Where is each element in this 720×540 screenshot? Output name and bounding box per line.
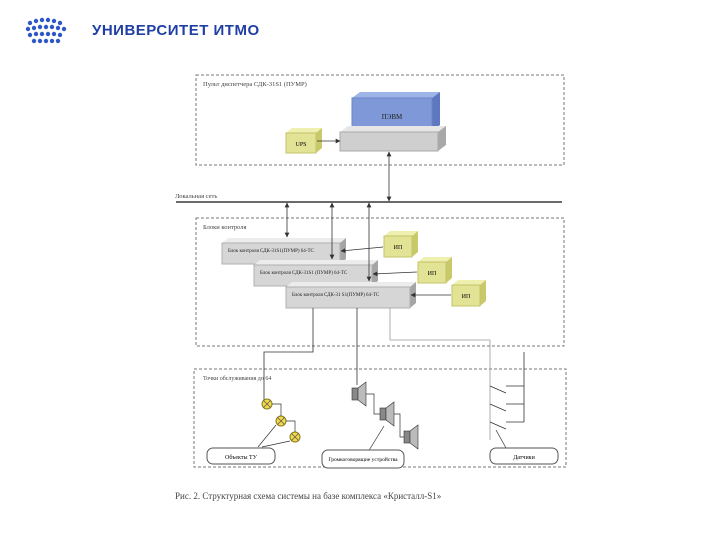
pc-base bbox=[339, 126, 446, 152]
lan-label: Локальная сеть bbox=[175, 193, 217, 200]
ups-unit: UPS bbox=[285, 128, 322, 154]
control-block-1-label: Блок контроля СДК-31S1(ПУМР) 64-ТС bbox=[228, 249, 315, 254]
dispatcher-group-frame bbox=[195, 74, 565, 166]
block-sensor-line bbox=[389, 308, 491, 440]
speaker-pointer bbox=[367, 425, 385, 453]
logo-text: УНИВЕРСИТЕТ ИТМО bbox=[92, 22, 260, 39]
lamp-icon bbox=[275, 415, 287, 427]
service-points-label-text: Точки обслуживания до 64 bbox=[203, 375, 271, 382]
control-block-3-label: Блок контроля СДК-31 S1(ПУМР) 64-ТС bbox=[292, 293, 380, 298]
power-unit-3-label: ИП bbox=[462, 294, 471, 300]
power-unit-2: ИП bbox=[417, 257, 452, 284]
control-group-frame bbox=[195, 217, 565, 347]
sensor-contact-icon bbox=[489, 385, 525, 430]
speaker-wire bbox=[394, 413, 404, 438]
sensors-box-label: Датчики bbox=[513, 455, 535, 461]
lamp-icon bbox=[261, 398, 273, 410]
control-block-1: Блок контроля СДК-31S1(ПУМР) 64-ТС bbox=[221, 238, 346, 265]
lamp-icon bbox=[289, 431, 301, 443]
speaker-wire bbox=[366, 393, 380, 415]
block-lamp-line bbox=[263, 308, 314, 400]
speakers-box bbox=[321, 449, 405, 469]
lamp-wire bbox=[286, 420, 296, 432]
power-2-link bbox=[372, 271, 418, 277]
figure-caption: Рис. 2. Структурная схема системы на баз… bbox=[175, 491, 442, 501]
speaker-icon bbox=[403, 424, 419, 450]
pc-label: ПЭВМ bbox=[382, 113, 403, 121]
speakers-box-label: Громкоговорящие устройства bbox=[328, 456, 398, 463]
pc-unit: ПЭВМ bbox=[351, 92, 440, 132]
control-block-3: Блок контроля СДК-31 S1(ПУМР) 64-ТС bbox=[285, 282, 416, 309]
speaker-icon bbox=[351, 381, 367, 407]
lamps-box-label: Объекты ТУ bbox=[225, 454, 258, 461]
sensor-pointer bbox=[495, 429, 507, 449]
control-group-label: Блоки контроля bbox=[203, 224, 247, 231]
speaker-icon bbox=[379, 401, 395, 427]
power-unit-1-label: ИП bbox=[394, 245, 403, 251]
power-unit-1: ИП bbox=[383, 231, 418, 258]
lamps-box bbox=[206, 447, 276, 465]
lamp-wire bbox=[272, 403, 282, 416]
itmo-logo-icon bbox=[25, 17, 67, 44]
lamp-pointer bbox=[261, 440, 291, 448]
power-unit-2-label: ИП bbox=[428, 271, 437, 277]
dispatcher-group-label: Пульт диспетчера СДК-31S1 (ПУМР) bbox=[203, 81, 307, 88]
lamp-pointer bbox=[257, 424, 277, 448]
sensors-box bbox=[489, 447, 559, 465]
control-block-2-label: Блок контроля СДК-31S1 (ПУМР) 64-ТС bbox=[260, 271, 348, 276]
power-1-link bbox=[340, 246, 384, 253]
ups-label: UPS bbox=[295, 142, 306, 148]
service-points-label: Точки обслуживания до 64 bbox=[203, 375, 271, 382]
power-unit-3: ИП bbox=[451, 280, 486, 307]
